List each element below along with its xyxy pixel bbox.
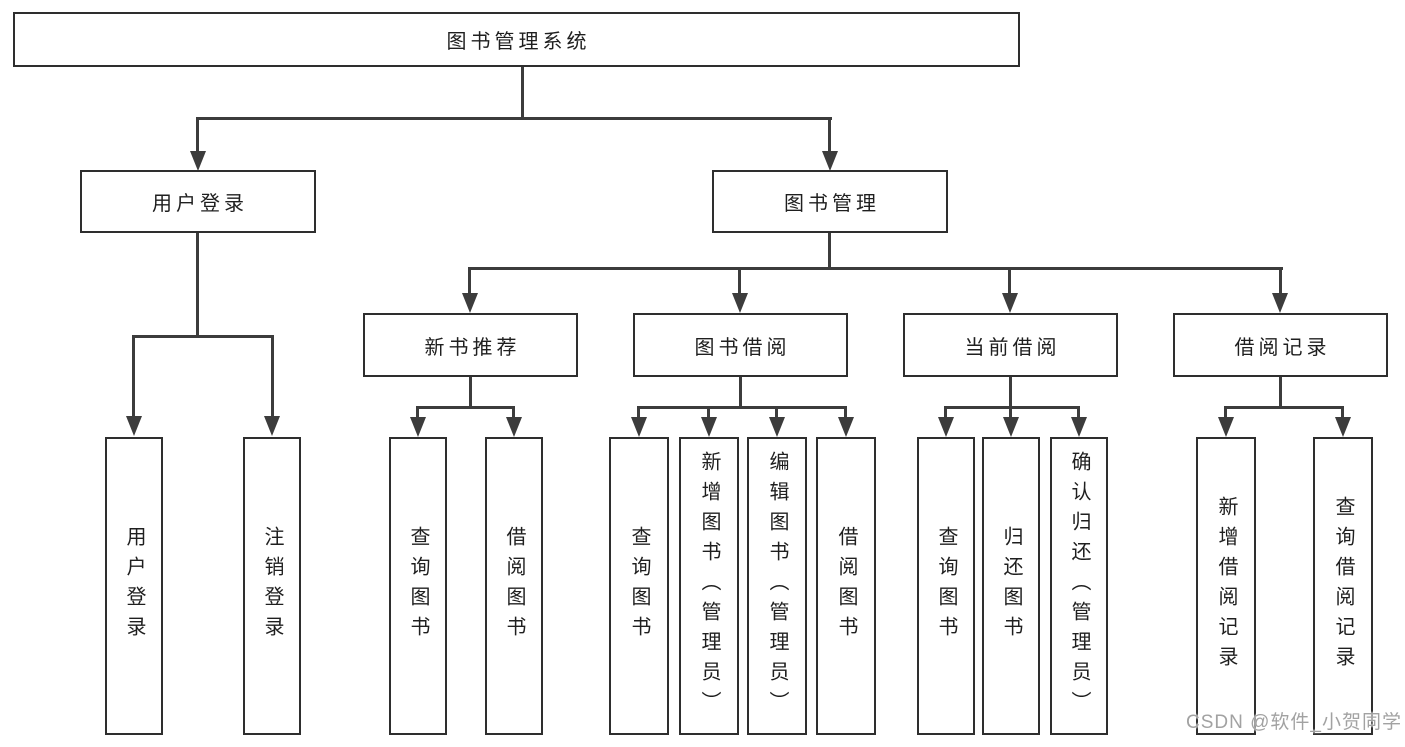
node-book-borrow: 图书借阅 — [633, 313, 848, 377]
leaf-user-login: 用户登录 — [105, 437, 163, 735]
connector-line — [637, 406, 847, 409]
leaf-label: 查询借阅记录 — [1332, 496, 1354, 676]
leaf-records-add-borrow-record: 新增借阅记录 — [1196, 437, 1256, 735]
arrow-down-icon — [1335, 417, 1351, 437]
connector-line — [196, 119, 199, 153]
connector-line — [844, 408, 847, 419]
connector-line — [1224, 408, 1227, 419]
connector-line — [1279, 269, 1282, 296]
connector-line — [1224, 406, 1344, 409]
leaf-label: 新增借阅记录 — [1215, 496, 1237, 676]
connector-line — [828, 119, 831, 153]
leaf-current-return-books: 归还图书 — [982, 437, 1040, 735]
arrow-down-icon — [190, 151, 206, 171]
leaf-label: 查询图书 — [935, 526, 957, 646]
leaf-label: 查询图书 — [628, 526, 650, 646]
connector-line — [271, 337, 274, 418]
leaf-borrow-edit-books-admin: 编辑图书（管理员） — [747, 437, 807, 735]
leaf-label: 确认归还（管理员） — [1068, 451, 1090, 721]
leaf-current-query-books: 查询图书 — [917, 437, 975, 735]
connector-line — [1009, 408, 1012, 419]
leaf-label: 归还图书 — [1000, 526, 1022, 646]
connector-line — [828, 233, 831, 269]
arrow-down-icon — [838, 417, 854, 437]
connector-line — [1279, 377, 1282, 408]
arrow-down-icon — [1003, 417, 1019, 437]
leaf-label: 借阅图书 — [835, 526, 857, 646]
node-label: 图书管理系统 — [446, 31, 591, 53]
arrow-down-icon — [410, 417, 426, 437]
leaf-label: 用户登录 — [123, 526, 145, 646]
connector-line — [944, 406, 1080, 409]
connector-line — [637, 408, 640, 419]
arrow-down-icon — [701, 417, 717, 437]
arrow-down-icon — [126, 416, 142, 436]
connector-line — [1009, 377, 1012, 408]
connector-line — [944, 408, 947, 419]
connector-line — [196, 117, 832, 120]
leaf-recommend-query-books: 查询图书 — [389, 437, 447, 735]
connector-line — [132, 335, 274, 338]
node-user-login: 用户登录 — [80, 170, 316, 233]
node-label: 用户登录 — [152, 193, 248, 215]
leaf-borrow-borrow-books: 借阅图书 — [816, 437, 876, 735]
arrow-down-icon — [462, 293, 478, 313]
leaf-borrow-add-books-admin: 新增图书（管理员） — [679, 437, 739, 735]
arrow-down-icon — [1218, 417, 1234, 437]
arrow-down-icon — [631, 417, 647, 437]
connector-line — [196, 233, 199, 337]
connector-line — [707, 408, 710, 419]
leaf-records-query-borrow-record: 查询借阅记录 — [1313, 437, 1373, 735]
connector-line — [468, 267, 1283, 270]
connector-line — [739, 377, 742, 408]
leaf-current-confirm-return-admin: 确认归还（管理员） — [1050, 437, 1108, 735]
arrow-down-icon — [1002, 293, 1018, 313]
connector-line — [1077, 408, 1080, 419]
connector-line — [1008, 269, 1011, 296]
leaf-logout: 注销登录 — [243, 437, 301, 735]
node-current-borrow: 当前借阅 — [903, 313, 1118, 377]
node-borrow-records: 借阅记录 — [1173, 313, 1388, 377]
connector-line — [521, 67, 524, 119]
node-label: 新书推荐 — [424, 336, 521, 359]
connector-line — [1341, 408, 1344, 419]
node-label: 图书管理 — [784, 193, 880, 215]
arrow-down-icon — [938, 417, 954, 437]
node-book-management: 图书管理 — [712, 170, 948, 233]
leaf-label: 新增图书（管理员） — [698, 451, 720, 721]
connector-line — [132, 337, 135, 418]
leaf-label: 编辑图书（管理员） — [766, 451, 788, 721]
leaf-label: 借阅图书 — [503, 526, 525, 646]
arrow-down-icon — [822, 151, 838, 171]
leaf-label: 注销登录 — [261, 526, 283, 646]
arrow-down-icon — [264, 416, 280, 436]
connector-line — [468, 269, 471, 296]
arrow-down-icon — [506, 417, 522, 437]
connector-line — [469, 377, 472, 408]
connector-line — [416, 408, 419, 419]
connector-line — [775, 408, 778, 419]
connector-line — [738, 269, 741, 296]
node-label: 当前借阅 — [964, 336, 1061, 359]
leaf-borrow-query-books: 查询图书 — [609, 437, 669, 735]
node-label: 图书借阅 — [694, 336, 791, 359]
leaf-recommend-borrow-books: 借阅图书 — [485, 437, 543, 735]
node-new-book-recommend: 新书推荐 — [363, 313, 578, 377]
connector-line — [416, 406, 515, 409]
node-label: 借阅记录 — [1234, 336, 1331, 359]
arrow-down-icon — [1272, 293, 1288, 313]
arrow-down-icon — [732, 293, 748, 313]
node-root-library-system: 图书管理系统 — [13, 12, 1020, 67]
watermark-text: CSDN @软件_小贺同学 — [1186, 712, 1402, 733]
connector-line — [512, 408, 515, 419]
leaf-label: 查询图书 — [407, 526, 429, 646]
arrow-down-icon — [769, 417, 785, 437]
arrow-down-icon — [1071, 417, 1087, 437]
